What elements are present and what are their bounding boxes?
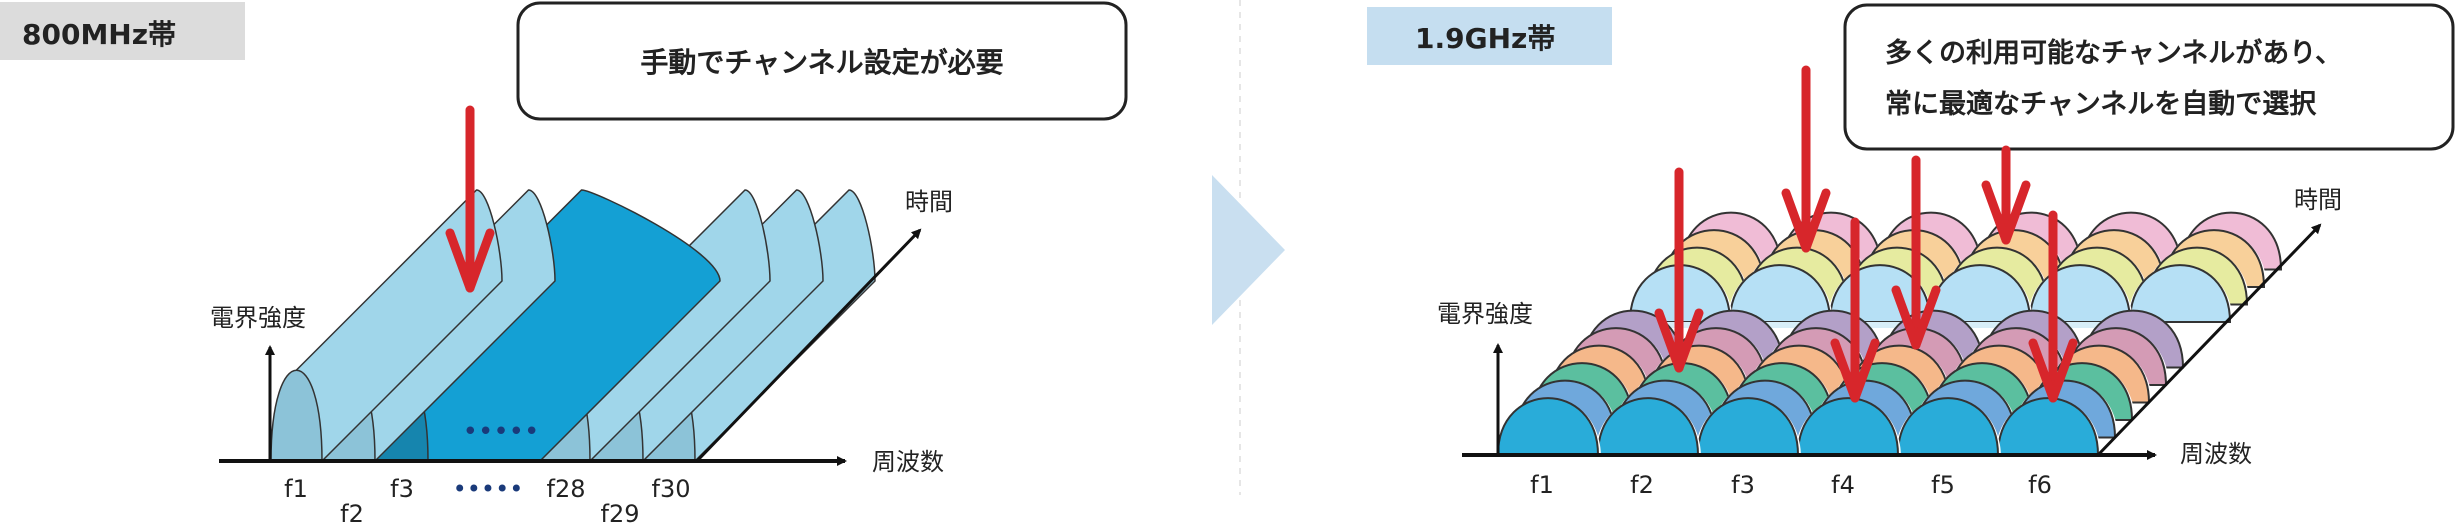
callout-text: 手動でチャンネル設定が必要 — [640, 46, 1003, 79]
ellipsis-dots: ••••• — [463, 417, 540, 447]
band-badge-800mhz — [0, 2, 245, 60]
callout-line-2: 常に最適なチャンネルを自動で選択 — [1885, 88, 2317, 120]
selection-arrows — [1654, 65, 2078, 403]
channel-bumps — [1495, 211, 2284, 458]
time-axis-label: 時間 — [2294, 186, 2342, 214]
left-panel: 800MHz帯 手動でチャンネル設定が必要 ••••• 電界強度 周波数 時間 … — [0, 1, 1128, 524]
arrow-head — [1830, 338, 1880, 403]
freq-label: f30 — [652, 475, 691, 503]
callout-box — [1843, 3, 2455, 151]
right-panel: 1.9GHz帯 多くの利用可能なチャンネルがあり、 常に最適なチャンネルを自動で… — [1367, 3, 2455, 499]
time-axis-label: 時間 — [905, 188, 953, 216]
channel-bump — [1496, 397, 1600, 456]
freq-label: f28 — [547, 475, 586, 503]
arrow-head — [1891, 285, 1941, 350]
red-arrow-icon — [1830, 217, 1880, 403]
band-badge-1.9ghz — [1367, 7, 1612, 65]
freq-label-ellipsis: ••••• — [453, 475, 524, 503]
channel-bump — [1596, 397, 1700, 456]
channel-bump — [1896, 397, 2000, 456]
channel-front-profile — [270, 369, 323, 462]
selection-arrows — [445, 105, 495, 293]
arrow-head — [1981, 180, 2031, 245]
red-arrow-icon — [2028, 210, 2078, 403]
freq-label: f5 — [1931, 471, 1955, 499]
red-arrow-icon — [1781, 65, 1831, 253]
frequency-labels: f1 f2 f3 f4 f5 f6 — [1530, 471, 2052, 499]
red-arrow-icon — [1981, 145, 2031, 245]
freq-label: f6 — [2028, 471, 2052, 499]
freq-label: f29 — [601, 500, 640, 524]
time-axis — [2096, 223, 2322, 457]
channel-bump — [1696, 397, 1800, 456]
channel-bump — [2128, 264, 2232, 323]
red-arrow-icon — [445, 105, 495, 293]
freq-label: f3 — [1731, 471, 1755, 499]
freq-label: f2 — [1630, 471, 1654, 499]
x-axis-label: 周波数 — [2180, 440, 2252, 468]
red-arrow-icon — [1891, 155, 1941, 350]
freq-label: f4 — [1831, 471, 1855, 499]
band-label: 800MHz帯 — [22, 18, 176, 51]
y-axis-label: 電界強度 — [210, 304, 306, 332]
time-slot-separator — [1600, 322, 2160, 328]
arrow-head — [445, 228, 495, 293]
arrow-head — [1654, 308, 1704, 373]
freq-label: f3 — [390, 475, 414, 503]
time-axis — [695, 228, 922, 463]
arrow-head — [1781, 188, 1831, 253]
channel-ridge — [270, 189, 503, 462]
selected-channel-area — [428, 380, 540, 461]
band-label: 1.9GHz帯 — [1415, 22, 1555, 55]
channel-ridges — [270, 189, 876, 462]
callout-box — [516, 1, 1128, 121]
callout-line-1: 多くの利用可能なチャンネルがあり、 — [1885, 37, 2342, 69]
chevron-right-icon — [1212, 175, 1285, 325]
arrow-head — [2028, 338, 2078, 403]
channel-bump — [1728, 264, 1832, 323]
freq-label: f1 — [1530, 471, 1554, 499]
freq-label: f2 — [340, 500, 364, 524]
frequency-labels: f1 f2 f3 ••••• f28 f29 f30 — [284, 475, 690, 524]
x-axis-label: 周波数 — [872, 448, 944, 476]
red-arrow-icon — [1654, 167, 1704, 373]
y-axis-label: 電界強度 — [1437, 300, 1533, 328]
freq-label: f1 — [284, 475, 308, 503]
